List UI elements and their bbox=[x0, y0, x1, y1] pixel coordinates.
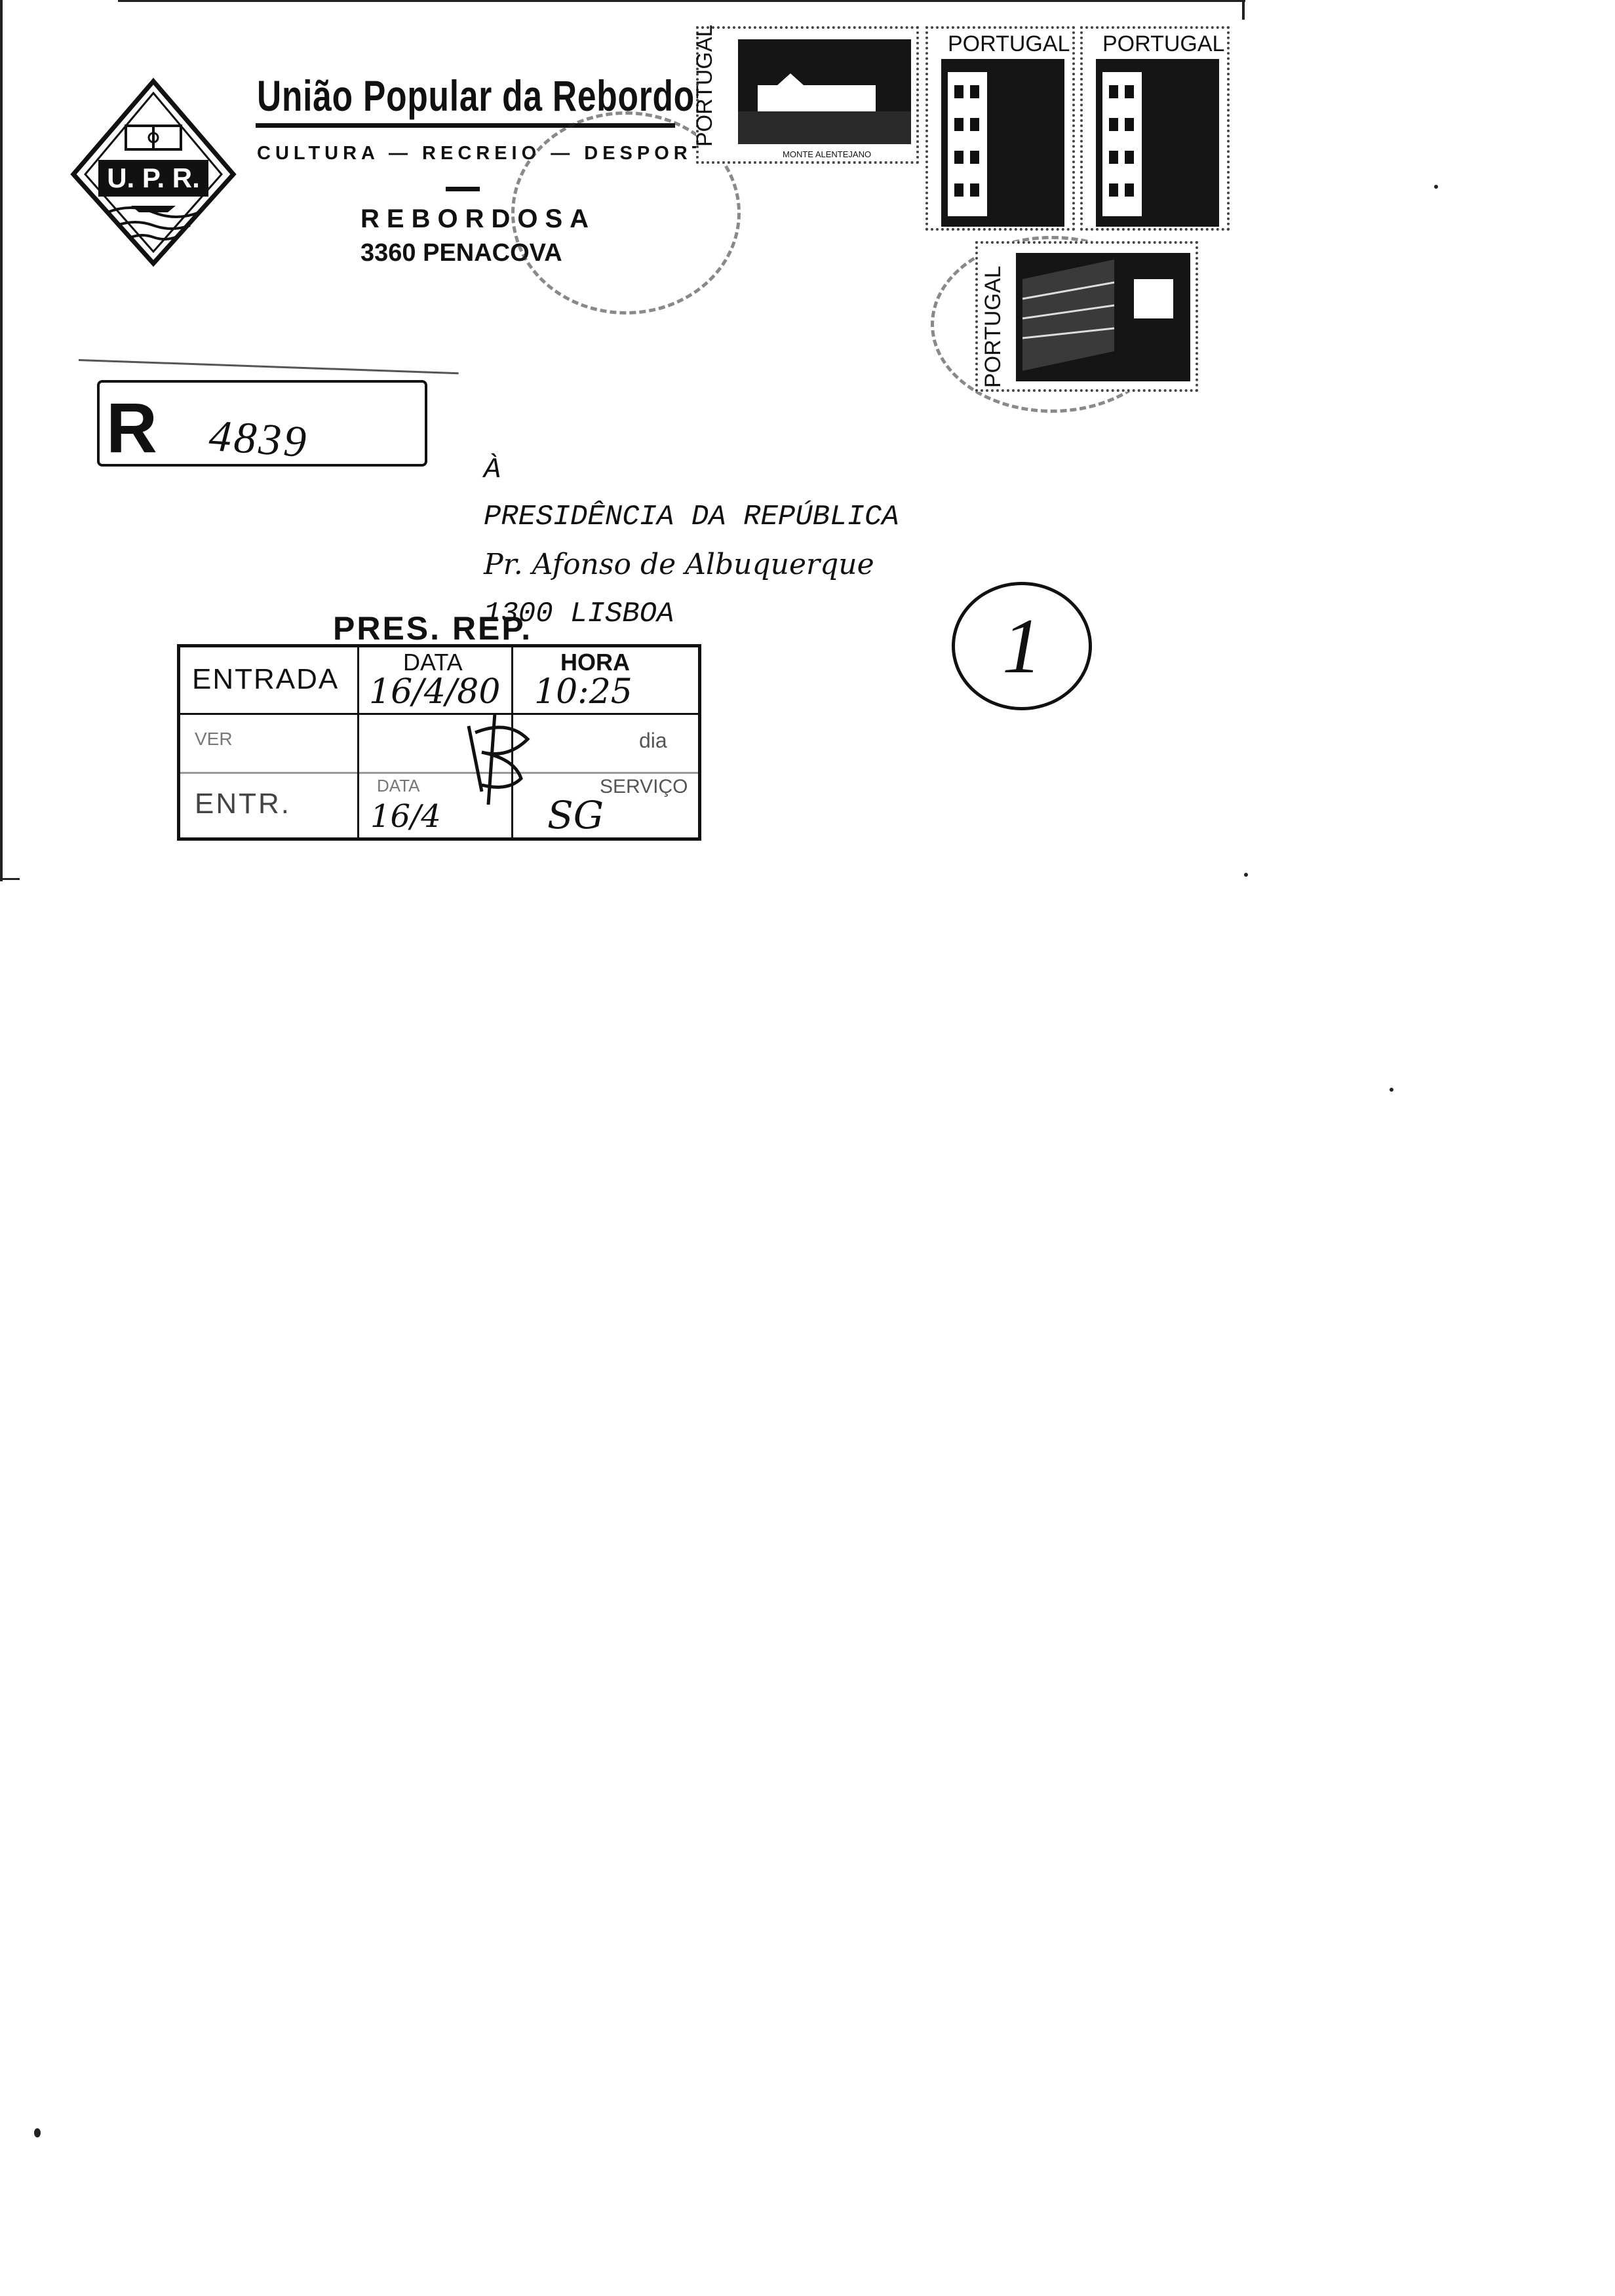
receipt-divider bbox=[180, 713, 698, 715]
receipt-row3-mid-label: DATA bbox=[377, 776, 420, 795]
postage-stamp: PORTUGAL bbox=[925, 26, 1075, 231]
paper-speck bbox=[1434, 185, 1438, 189]
upr-logo: U. P. R. bbox=[68, 77, 239, 267]
paper-speck bbox=[1390, 1088, 1393, 1092]
receipt-hora-label: HORA bbox=[560, 649, 630, 676]
postage-stamp: PORTUGAL bbox=[975, 241, 1198, 392]
sender-divider bbox=[446, 187, 480, 191]
receipt-office: PRES. REP. bbox=[333, 610, 533, 647]
signature-scribble bbox=[467, 713, 530, 805]
postmark bbox=[511, 111, 741, 315]
receipt-stamp: ENTRADA DATA HORA 16/4/80 10:25 VER dia … bbox=[177, 644, 701, 841]
receipt-row2-right: dia bbox=[639, 729, 667, 752]
registration-label bbox=[97, 380, 427, 467]
stamp-country: PORTUGAL bbox=[1102, 31, 1225, 56]
sender-name-underline bbox=[256, 123, 675, 128]
receipt-row2-label: VER bbox=[195, 729, 233, 749]
paper-speck bbox=[34, 2128, 41, 2137]
recipient-prefix: À bbox=[484, 453, 501, 486]
receipt-row3-date: 16/4 bbox=[370, 798, 441, 835]
receipt-date-value: 16/4/80 bbox=[369, 672, 501, 712]
stamp-country: PORTUGAL bbox=[948, 31, 1070, 56]
receipt-divider bbox=[511, 647, 513, 837]
stamp-caption: MONTE ALENTEJANO bbox=[783, 149, 872, 159]
receipt-row3-label: ENTR. bbox=[195, 788, 291, 820]
envelope-bottom-edge bbox=[0, 878, 20, 880]
envelope-left-edge bbox=[0, 0, 3, 881]
postage-stamp: PORTUGAL bbox=[1080, 26, 1230, 231]
paper-speck bbox=[1244, 873, 1248, 877]
envelope-photocopy bbox=[0, 0, 1249, 881]
stamp-image bbox=[1096, 59, 1219, 227]
sender-name: União Popular da Rebordosa bbox=[257, 71, 733, 120]
stamp-image bbox=[738, 39, 911, 144]
receipt-entrada-label: ENTRADA bbox=[192, 663, 340, 695]
receipt-data-label: DATA bbox=[403, 649, 463, 676]
receipt-time-value: 10:25 bbox=[534, 672, 632, 712]
envelope-top-edge bbox=[118, 0, 1245, 2]
postage-stamp: PORTUGAL MONTE ALENTEJANO bbox=[692, 25, 919, 164]
stamp-country: PORTUGAL bbox=[692, 24, 717, 147]
receipt-divider bbox=[180, 772, 698, 774]
registration-number: 4839 bbox=[207, 410, 311, 467]
receipt-divider bbox=[357, 647, 359, 837]
logo-text: U. P. R. bbox=[107, 163, 200, 193]
receipt-row3-right-label: SERVIÇO bbox=[600, 776, 688, 797]
recipient-line1: PRESIDÊNCIA DA REPÚBLICA bbox=[484, 501, 899, 533]
envelope-right-edge bbox=[1242, 0, 1245, 20]
recipient-line3: 1300 LISBOA bbox=[484, 598, 674, 630]
recipient-line2: Pr. Afonso de Albuquerque bbox=[484, 548, 874, 581]
stamp-image bbox=[1016, 253, 1190, 381]
registration-letter: R bbox=[106, 388, 157, 467]
circled-number: 1 bbox=[952, 582, 1092, 710]
stamp-country: PORTUGAL bbox=[981, 265, 1005, 388]
stamp-image bbox=[941, 59, 1064, 227]
receipt-row3-initials: SG bbox=[547, 793, 604, 837]
